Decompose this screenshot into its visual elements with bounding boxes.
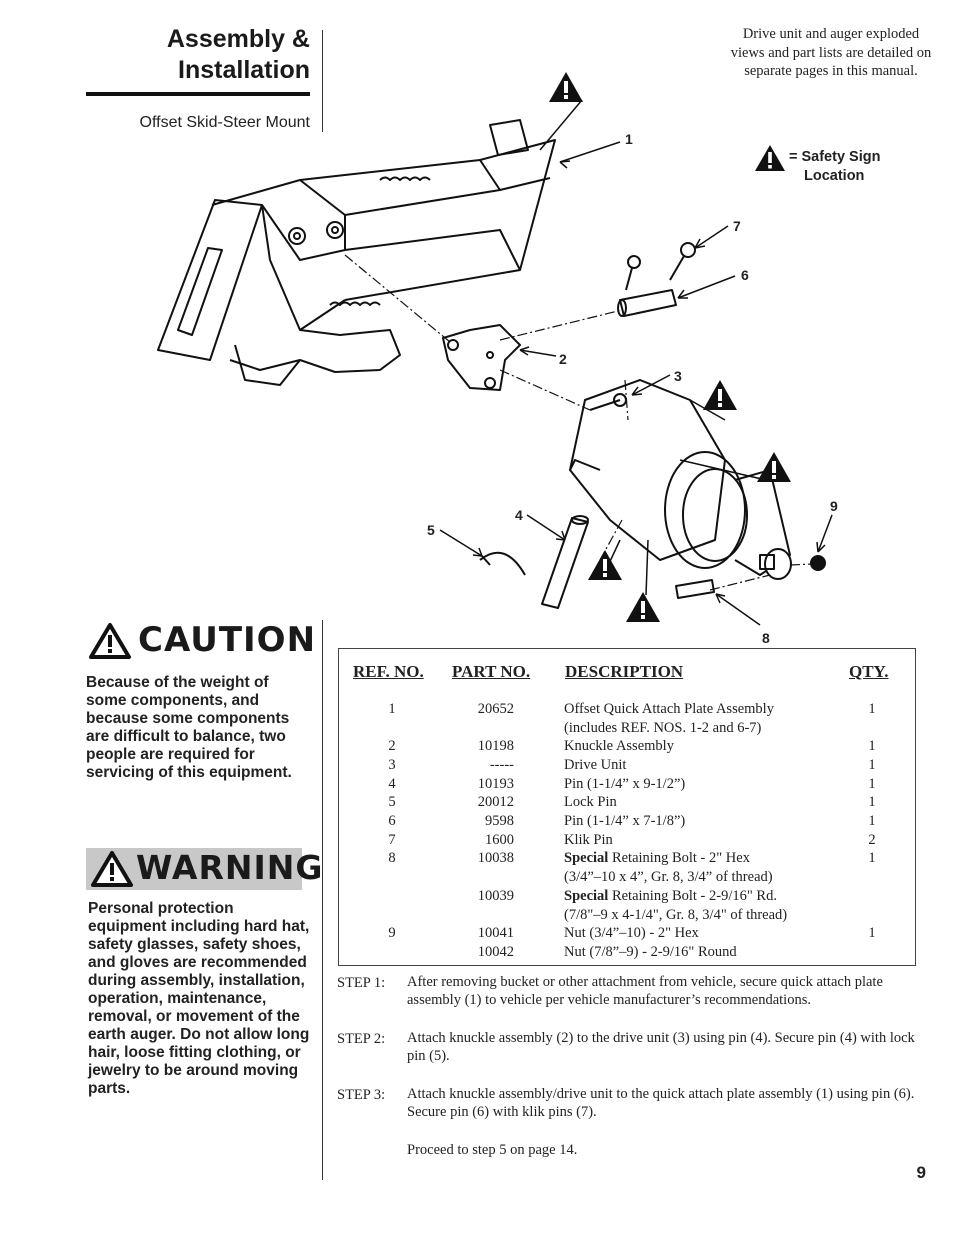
parts-table (338, 648, 916, 966)
warning-text: Personal protection equipment including … (88, 900, 310, 1097)
warning-triangle-icon (755, 145, 785, 171)
column-divider (322, 620, 323, 1180)
warning-triangle-icon (91, 851, 133, 887)
callout-1: 1 (625, 131, 633, 147)
header-divider (322, 30, 323, 132)
title-rule (86, 92, 310, 96)
header-part-no: PART NO. (452, 662, 531, 681)
callout-9: 9 (830, 498, 838, 514)
callout-5: 5 (427, 522, 435, 538)
page-title: Assembly & Installation (86, 24, 310, 86)
exploded-view-note: Drive unit and auger exploded views and … (730, 26, 932, 79)
step-2-text: Attach knuckle assembly (2) to the drive… (407, 1030, 915, 1064)
callout-2: 2 (559, 351, 567, 367)
page-number: 9 (916, 1163, 926, 1182)
exploded-assembly-diagram (157, 72, 833, 626)
title-line-2: Installation (178, 56, 310, 84)
step-3-label: STEP 3: (337, 1087, 386, 1103)
step-1-label: STEP 1: (337, 975, 386, 991)
callout-3: 3 (674, 368, 682, 384)
caution-text: Because of the weight of some components… (86, 674, 292, 781)
caution-label: CAUTION (138, 620, 317, 660)
header-qty: QTY. (849, 662, 889, 681)
title-line-1: Assembly & (166, 25, 310, 53)
callout-8: 8 (762, 630, 770, 646)
warning-header: WARNING (86, 848, 322, 890)
step-1-text: After removing bucket or other attachmen… (407, 974, 883, 1008)
page-subtitle: Offset Skid-Steer Mount (139, 114, 310, 131)
caution-triangle-icon (89, 623, 131, 659)
callout-6: 6 (741, 267, 749, 283)
warning-label: WARNING (136, 848, 324, 887)
safety-legend-line-2: Location (804, 168, 865, 184)
proceed-note: Proceed to step 5 on page 14. (407, 1142, 578, 1158)
header-ref-no: REF. NO. (353, 662, 424, 681)
header-description: DESCRIPTION (565, 662, 684, 681)
callout-7: 7 (733, 218, 741, 234)
callout-4: 4 (515, 507, 523, 523)
safety-legend-line-1: = Safety Sign (789, 149, 881, 165)
step-3-text: Attach knuckle assembly/drive unit to th… (407, 1086, 915, 1120)
step-2-label: STEP 2: (337, 1031, 386, 1047)
caution-header: CAUTION (86, 620, 315, 662)
